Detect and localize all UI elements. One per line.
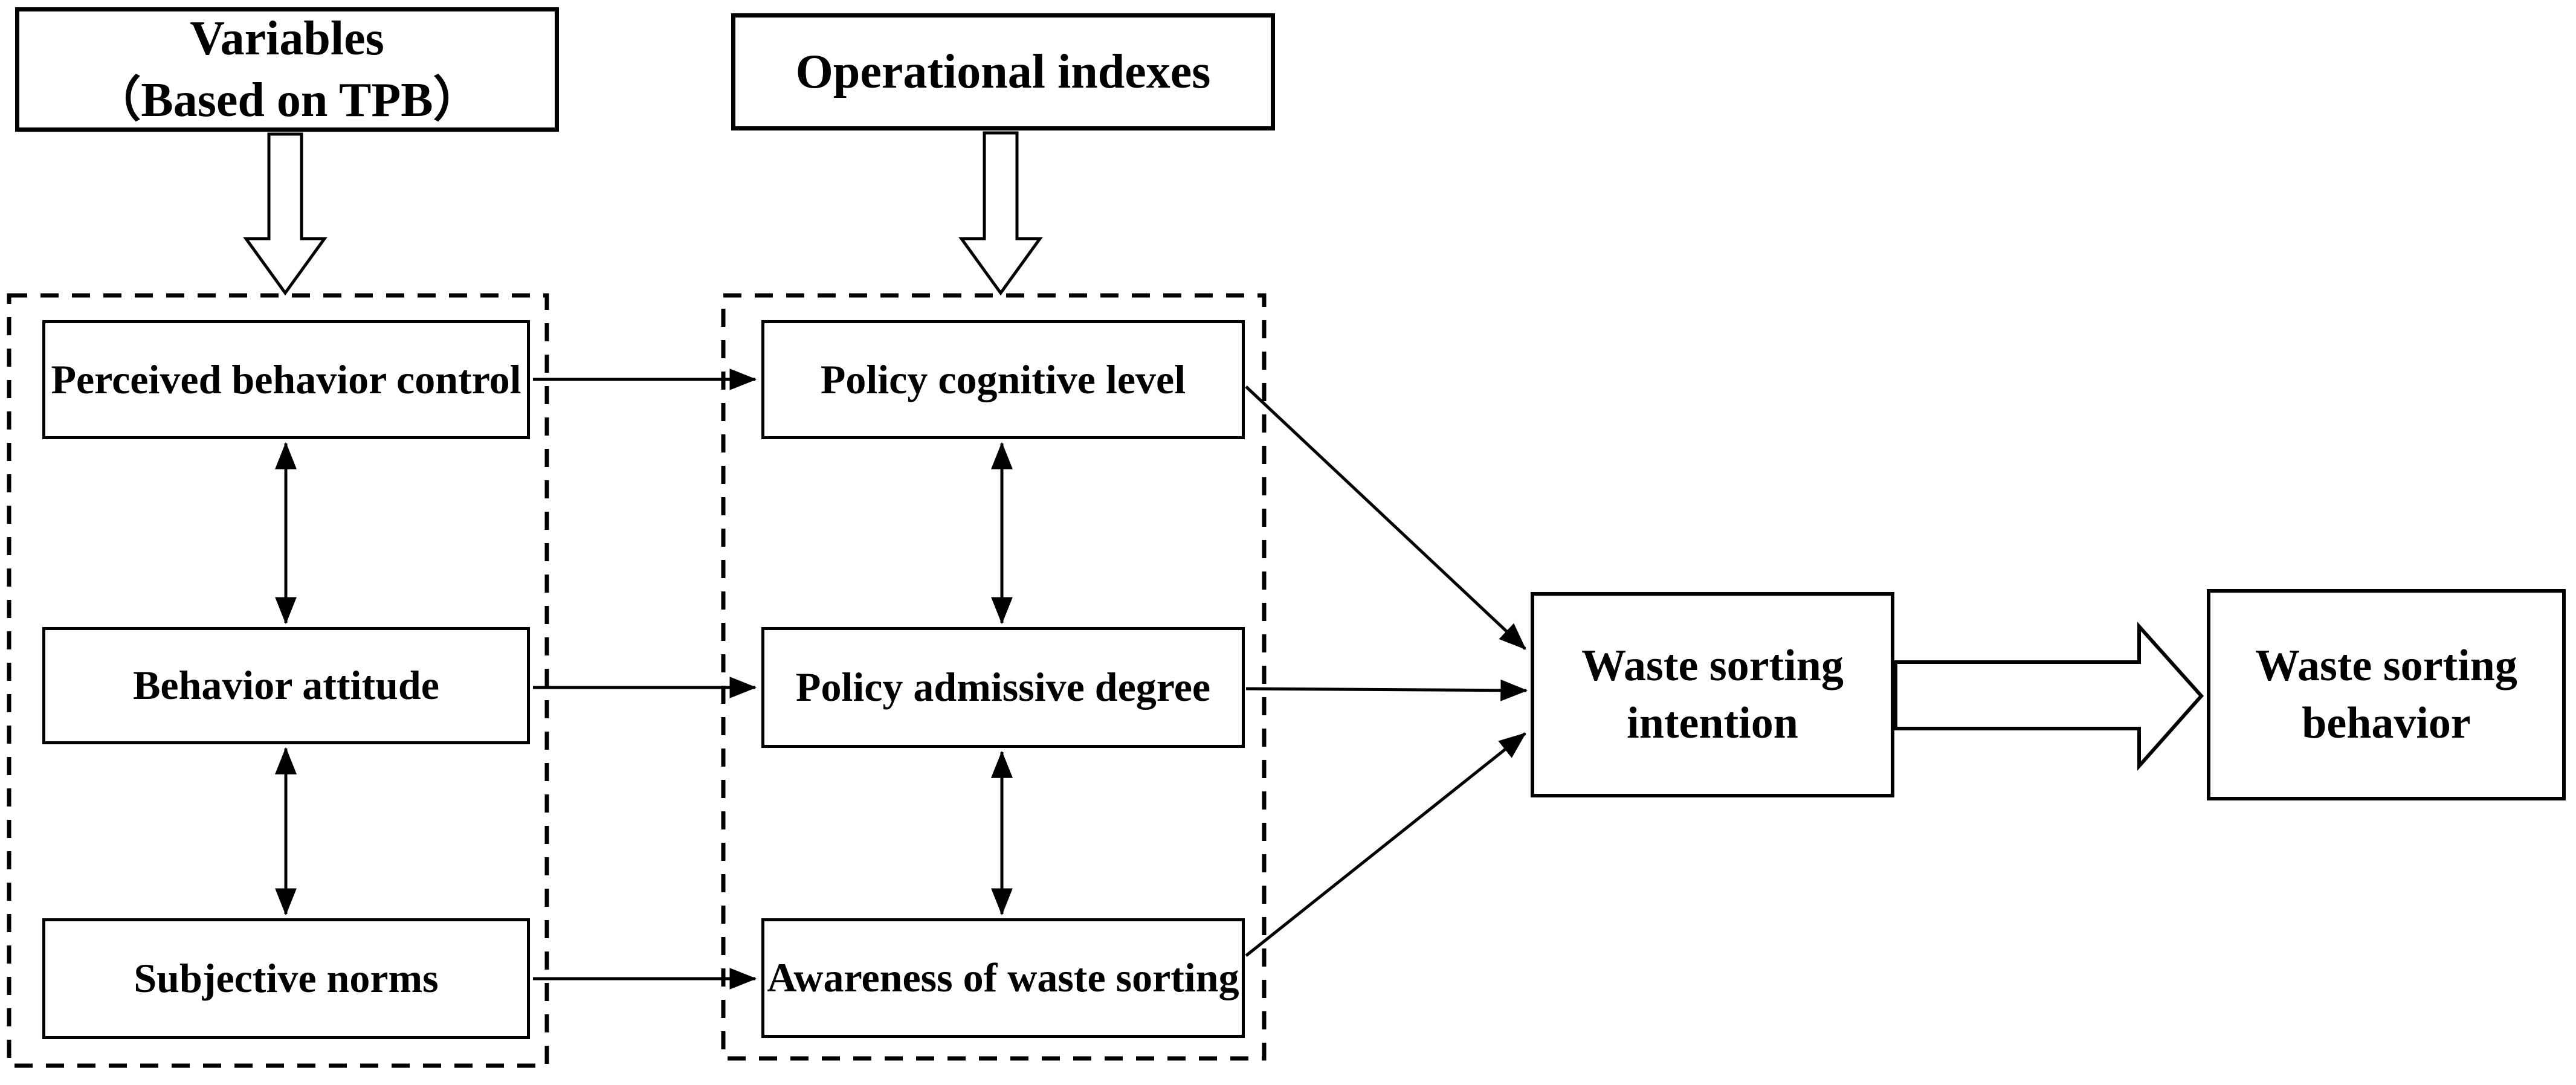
- box-subjective-norms: Subjective norms: [42, 918, 530, 1039]
- waste-sorting-behavior-line2: behavior: [2302, 698, 2471, 748]
- box-policy-admissive-degree: Policy admissive degree: [761, 627, 1245, 748]
- policy-admissive-degree-label: Policy admissive degree: [795, 664, 1211, 710]
- box-policy-cognitive-level: Policy cognitive level: [761, 320, 1245, 439]
- waste-sorting-intention-line1: Waste sorting: [1581, 641, 1844, 691]
- variables-label-line2: （Based on TPB）: [92, 74, 482, 127]
- operational-indexes-label: Operational indexes: [795, 45, 1211, 98]
- arrow-cognitive-to-intention: [1245, 385, 1526, 650]
- box-variables-based-on-tpb: Variables （Based on TPB）: [15, 7, 559, 132]
- subjective-norms-label: Subjective norms: [134, 955, 439, 1002]
- box-waste-sorting-behavior: Waste sorting behavior: [2207, 589, 2566, 800]
- arrow-admissive-to-intention: [1245, 679, 1528, 701]
- box-waste-sorting-intention: Waste sorting intention: [1531, 592, 1894, 797]
- box-operational-indexes: Operational indexes: [731, 13, 1275, 130]
- dashed-group-indexes: [721, 293, 1267, 1061]
- box-awareness-of-waste-sorting: Awareness of waste sorting: [761, 918, 1245, 1038]
- arrow-awareness-to-intention: [1245, 732, 1526, 957]
- variables-label-line1: Variables: [190, 11, 384, 65]
- awareness-of-waste-sorting-label: Awareness of waste sorting: [767, 955, 1239, 1001]
- block-arrow-intention-to-behavior: [1894, 622, 2204, 771]
- box-behavior-attitude: Behavior attitude: [42, 627, 530, 744]
- perceived-behavior-control-label: Perceived behavior control: [51, 356, 521, 402]
- box-perceived-behavior-control: Perceived behavior control: [42, 320, 530, 439]
- block-arrow-down-operational: [958, 131, 1043, 296]
- dashed-group-tpb: [7, 293, 549, 1068]
- behavior-attitude-label: Behavior attitude: [133, 662, 439, 709]
- policy-cognitive-level-label: Policy cognitive level: [820, 356, 1186, 402]
- block-arrow-down-variables: [243, 132, 328, 296]
- waste-sorting-behavior-line1: Waste sorting: [2255, 641, 2517, 691]
- waste-sorting-intention-line2: intention: [1627, 698, 1798, 748]
